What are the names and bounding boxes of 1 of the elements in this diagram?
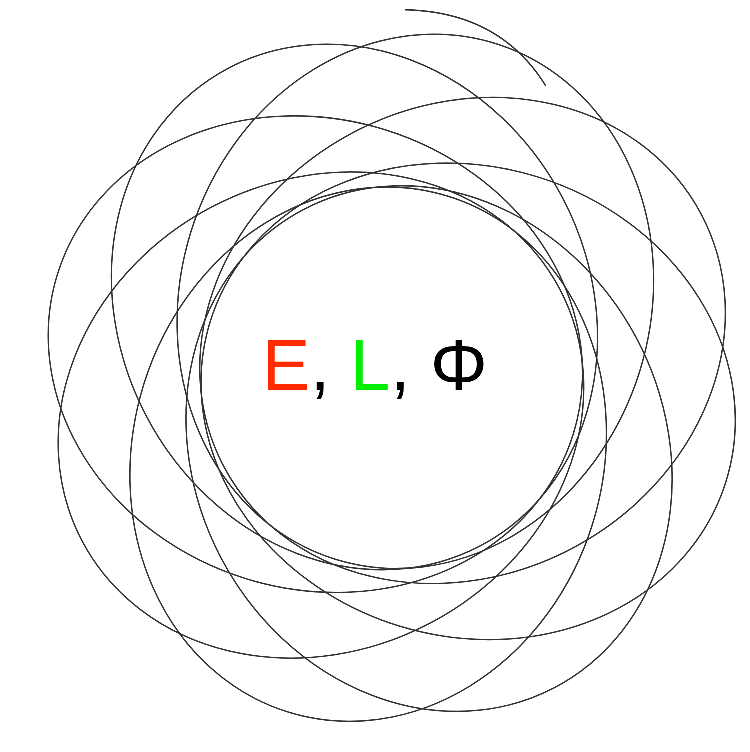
symbol-label: E, L, Φ: [262, 330, 488, 402]
